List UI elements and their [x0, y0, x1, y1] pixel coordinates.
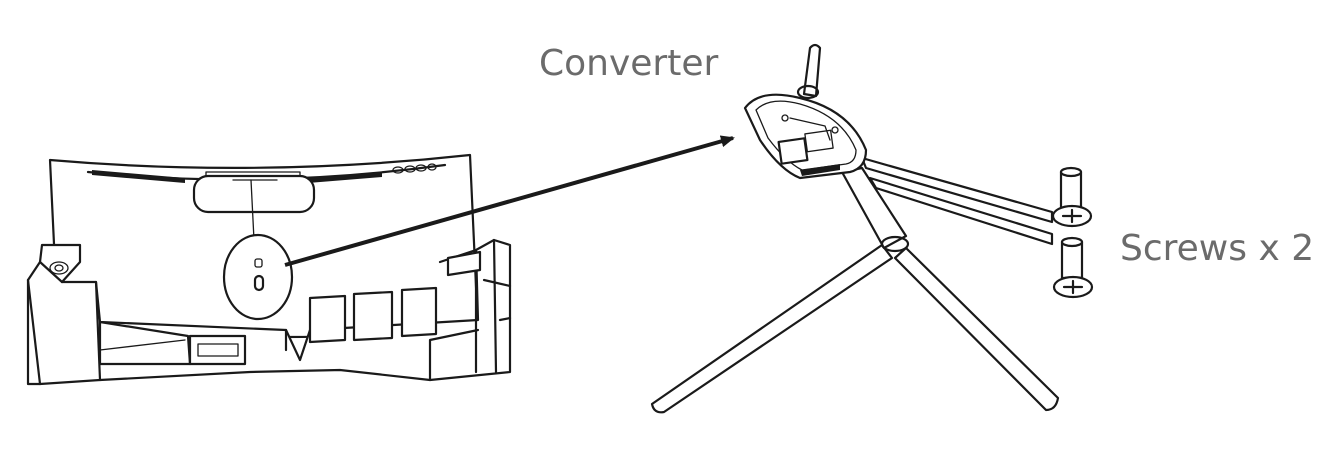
screws: [1051, 166, 1094, 299]
screw-1: [1051, 166, 1093, 228]
stand-leg-right: [893, 246, 1060, 412]
converter-mount-pin: [802, 43, 822, 98]
stand-assembly: [650, 43, 1060, 414]
port-cover: [192, 174, 316, 214]
attach-arrow: [284, 135, 735, 267]
stand-mount-point: [222, 233, 294, 321]
converter: [743, 43, 868, 180]
stand-leg-left: [650, 243, 894, 414]
vent-grille: [92, 170, 382, 183]
monitor-in-packaging: [26, 153, 512, 386]
converter-label: Converter: [539, 43, 719, 84]
monitor-control-buttons: [392, 163, 437, 174]
screw-2: [1052, 236, 1094, 299]
stand-leg-back: [860, 156, 1054, 224]
screws-label: Screws x 2: [1120, 228, 1315, 269]
